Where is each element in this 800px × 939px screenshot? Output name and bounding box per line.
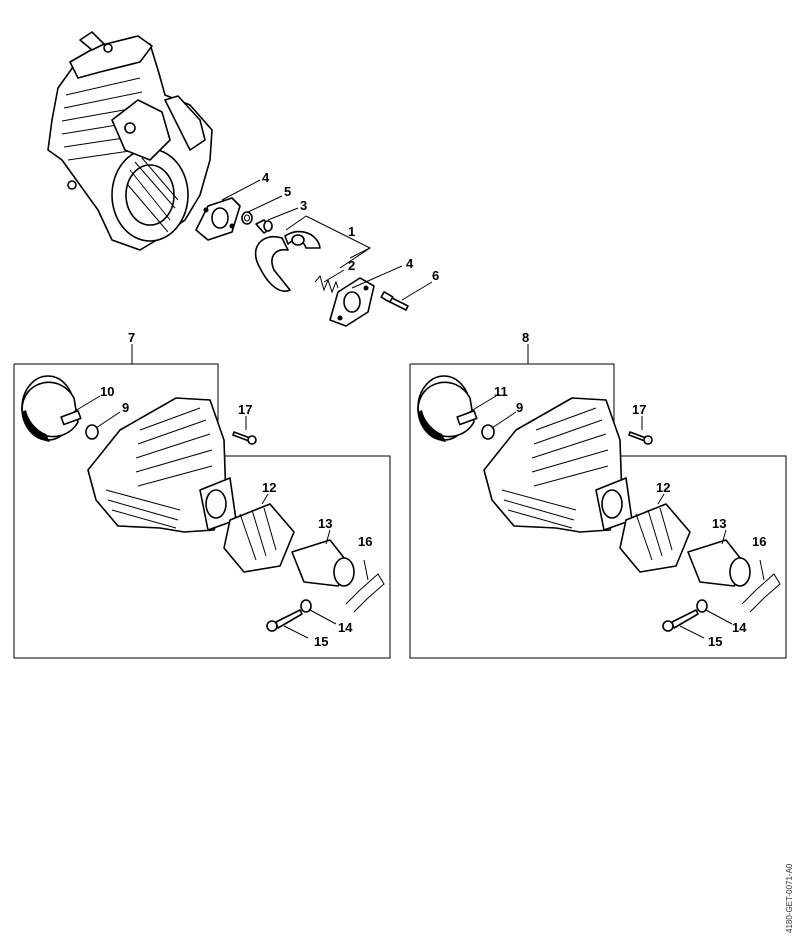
callout-14-left: 14 [338, 620, 353, 635]
callout-17-right: 17 [632, 402, 646, 417]
leaders-left [69, 395, 369, 639]
part-4-washer-lower [329, 277, 375, 327]
callout-7: 7 [128, 330, 135, 345]
callout-15-left: 15 [314, 634, 328, 649]
left-screw-17 [232, 431, 257, 445]
assembly-box-7 [13, 344, 391, 659]
callout-16-right: 16 [752, 534, 766, 549]
callout-3: 3 [300, 198, 307, 213]
part-1-clutch-shoes [254, 230, 321, 292]
left-screw-15 [266, 609, 303, 632]
callout-10: 10 [100, 384, 114, 399]
callout-11: 11 [494, 384, 508, 399]
callout-8: 8 [522, 330, 529, 345]
right-clutch-drum [417, 375, 478, 442]
leaders-top [221, 179, 433, 301]
assembly-box-8 [409, 344, 787, 659]
left-clip-16 [345, 573, 385, 613]
left-clutch-drum [21, 375, 82, 442]
callout-13-left: 13 [318, 516, 332, 531]
callout-14-right: 14 [732, 620, 747, 635]
left-washer-14 [300, 599, 312, 613]
document-code-text: 4180-GET-0071-A0 [785, 863, 794, 933]
part-4-washer-upper [195, 197, 241, 241]
callout-4-upper: 4 [262, 170, 270, 185]
document-code: 4180-GET-0071-A0 [782, 843, 796, 933]
left-gear-housing [87, 397, 237, 533]
callout-17-left: 17 [238, 402, 252, 417]
part-2-spring [314, 274, 339, 294]
callout-9-left: 9 [122, 400, 129, 415]
callout-5: 5 [284, 184, 291, 199]
callout-12-left: 12 [262, 480, 276, 495]
engine-block [47, 31, 213, 251]
callout-1: 1 [348, 224, 355, 239]
callout-4-lower: 4 [406, 256, 414, 271]
callout-16-left: 16 [358, 534, 372, 549]
left-ring-9 [85, 424, 99, 440]
left-part-13 [291, 539, 355, 587]
callout-6: 6 [432, 268, 439, 283]
callout-13-right: 13 [712, 516, 726, 531]
part-3-sleeve [255, 219, 273, 234]
callout-12-right: 12 [656, 480, 670, 495]
left-part-12 [223, 503, 295, 573]
right-gear-housing [483, 397, 633, 533]
callout-9-right: 9 [516, 400, 523, 415]
part-6-bolt [380, 291, 409, 311]
callout-15-right: 15 [708, 634, 722, 649]
part-5-ring [241, 211, 253, 225]
callout-2: 2 [348, 258, 355, 273]
